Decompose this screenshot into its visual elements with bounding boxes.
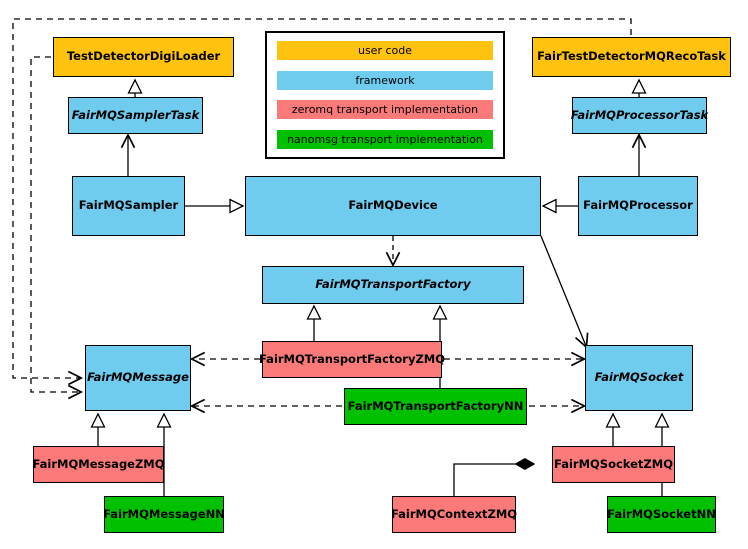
class-node-fairtestdetectormqrecotask[interactable]: FairTestDetectorMQRecoTask <box>532 37 731 77</box>
class-node-fairmqsocket[interactable]: FairMQSocket <box>585 345 693 411</box>
class-node-fairmqprocessortask[interactable]: FairMQProcessorTask <box>571 97 708 134</box>
color-legend: user code framework zeromq transport imp… <box>265 31 505 159</box>
class-node-fairmqsamplertask[interactable]: FairMQSamplerTask <box>68 97 203 134</box>
class-node-fairmqtransportfactorynn[interactable]: FairMQTransportFactoryNN <box>344 388 527 425</box>
class-node-fairmqsampler[interactable]: FairMQSampler <box>72 176 185 236</box>
class-node-fairmqdevice[interactable]: FairMQDevice <box>245 176 541 236</box>
legend-label-framework: framework <box>355 73 415 87</box>
class-node-testdetectordigiloader[interactable]: TestDetectorDigiLoader <box>53 37 234 77</box>
class-node-fairmqprocessor[interactable]: FairMQProcessor <box>578 176 698 236</box>
class-node-fairmqmessagezmq[interactable]: FairMQMessageZMQ <box>32 446 165 483</box>
legend-label-user-code: user code <box>357 44 413 57</box>
legend-item-user-code: user code <box>277 41 493 60</box>
class-node-fairmqtransportfactoryzmq[interactable]: FairMQTransportFactoryZMQ <box>259 341 445 378</box>
legend-item-zeromq: zeromq transport implementation <box>277 100 493 120</box>
legend-label-nanomsg: nanomsg transport implementation <box>287 132 483 146</box>
class-node-fairmqsocketnn[interactable]: FairMQSocketNN <box>607 496 716 533</box>
legend-item-nanomsg: nanomsg transport implementation <box>277 129 493 149</box>
class-node-fairmqmessage[interactable]: FairMQMessage <box>85 345 191 411</box>
legend-label-zeromq: zeromq transport implementation <box>291 103 479 117</box>
class-node-fairmqtransportfactory[interactable]: FairMQTransportFactory <box>262 266 524 304</box>
class-node-fairmqsocketzmq[interactable]: FairMQSocketZMQ <box>552 446 675 483</box>
edge-device-to-socket <box>540 235 586 346</box>
class-node-fairmqcontextzmq[interactable]: FairMQContextZMQ <box>391 496 517 533</box>
edge-contextzmq-to-socketzmq <box>453 458 536 496</box>
legend-item-framework: framework <box>277 70 493 90</box>
class-node-fairmqmessagenn[interactable]: FairMQMessageNN <box>103 496 225 533</box>
